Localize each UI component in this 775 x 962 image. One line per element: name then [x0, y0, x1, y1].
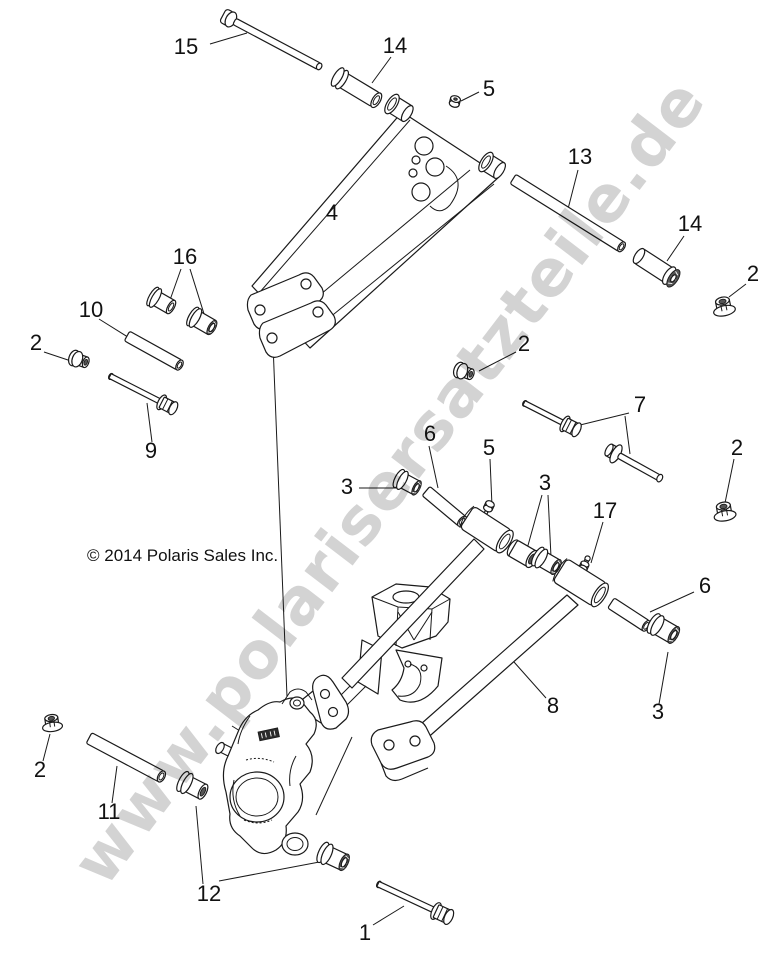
part-15-bolt — [219, 9, 323, 71]
callout-5-b: 5 — [482, 435, 496, 460]
leader-lines — [42, 32, 747, 926]
part-5-nut-top — [448, 95, 462, 108]
bearing-carrier-knuckle — [215, 688, 317, 856]
callout-5-a: 5 — [482, 76, 496, 101]
callout-11: 11 — [97, 799, 121, 824]
callout-9: 9 — [144, 438, 158, 463]
callout-15: 15 — [173, 34, 199, 59]
callout-2-c: 2 — [517, 331, 531, 356]
part-7-bolt-b — [604, 443, 664, 483]
part-16-bushing-b — [186, 306, 218, 336]
callout-10: 10 — [78, 297, 104, 322]
part-8-lower-arm-rear — [370, 558, 609, 782]
callout-6-a: 6 — [423, 421, 437, 446]
callout-16: 16 — [172, 244, 198, 269]
callout-2-d: 2 — [730, 435, 744, 460]
callout-2-b: 2 — [29, 330, 43, 355]
callout-7: 7 — [633, 392, 647, 417]
part-2-flange-nut-mid-right — [713, 501, 737, 522]
callout-3-b: 3 — [538, 470, 552, 495]
part-13-pivot-tube — [510, 174, 627, 253]
callout-17: 17 — [592, 498, 618, 523]
part-8-lower-arm-front — [301, 505, 514, 730]
callout-1: 1 — [358, 920, 372, 945]
part-12-bushing-b — [316, 841, 350, 872]
part-2-flange-nut-top-right — [713, 296, 736, 317]
callout-6-b: 6 — [698, 573, 712, 598]
callout-3-c: 3 — [651, 699, 665, 724]
part-1-bolt — [375, 880, 455, 926]
callout-13: 13 — [567, 144, 593, 169]
callout-12: 12 — [196, 881, 222, 906]
part-3-bushing-left — [392, 468, 422, 496]
copyright-text: © 2014 Polaris Sales Inc. — [87, 546, 279, 565]
part-3-bushing-right — [646, 613, 681, 644]
callout-4: 4 — [325, 200, 339, 225]
part-10-spacer-tube — [124, 331, 184, 371]
callout-2-a: 2 — [746, 261, 760, 286]
part-2-flange-nut-bottom-left — [42, 713, 64, 733]
part-12-bushing-a — [176, 770, 209, 800]
part-16-bushing-a — [146, 286, 177, 315]
part-6-spacer-right — [607, 598, 651, 632]
part-3-bushing-mid-b — [530, 546, 562, 576]
part-7-bolt-a — [522, 400, 582, 438]
part-14-pin-right — [632, 247, 681, 288]
callout-3-a: 3 — [340, 474, 354, 499]
part-9-bolt — [107, 372, 179, 416]
part-11-spacer-tube — [86, 732, 167, 783]
part-14-pin-top — [330, 67, 383, 109]
part-4-upper-a-arm — [246, 93, 507, 358]
part-2-washer-left — [67, 349, 90, 369]
callout-8: 8 — [546, 693, 560, 718]
part-6-spacer-mid — [422, 486, 468, 527]
part-2-washer-mid — [452, 361, 475, 381]
callout-14-a: 14 — [382, 33, 408, 58]
callout-14-b: 14 — [677, 211, 703, 236]
callout-2-e: 2 — [33, 757, 47, 782]
